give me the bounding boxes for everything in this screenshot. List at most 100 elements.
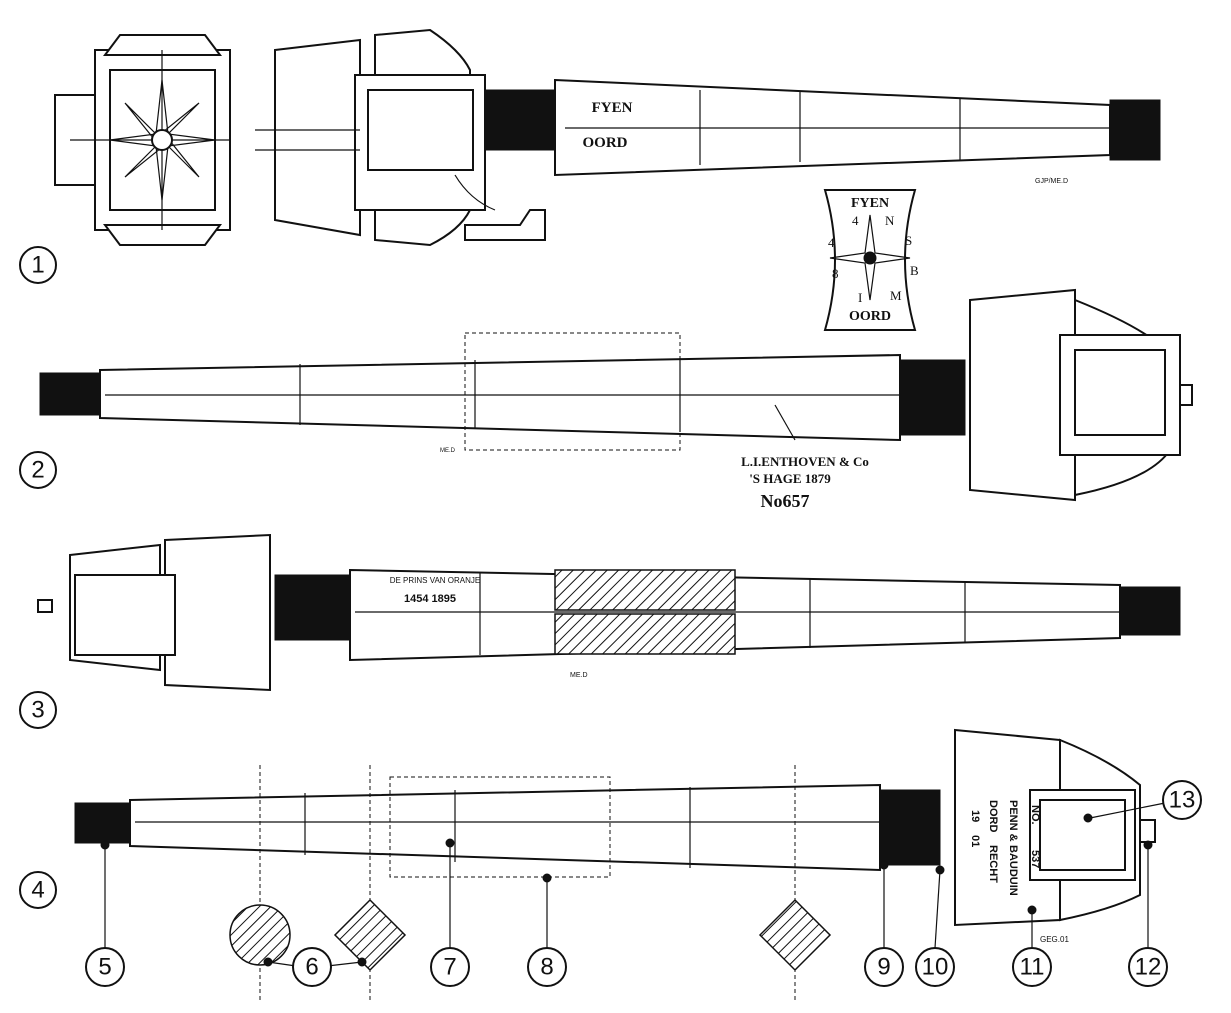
hatched-wrap: [554, 569, 736, 611]
medallion-top: FYEN: [851, 196, 889, 211]
label-text: 8: [540, 954, 553, 981]
drawing-stroke: [445, 838, 455, 848]
drawing-stroke: [758, 898, 832, 972]
inscription-line-1: DE PRINS VAN ORANJE: [390, 576, 481, 585]
view-label-4: 4: [19, 871, 57, 909]
drawing-stroke: [879, 860, 889, 870]
label-text: 4: [31, 877, 44, 904]
label-text: 5: [98, 954, 111, 981]
drawing-stroke: [915, 947, 955, 987]
drawing-stroke: [899, 359, 966, 436]
compass-rose-icon: [109, 79, 216, 201]
drawing-stroke: [292, 947, 332, 987]
drawing-stroke: [1128, 947, 1168, 987]
drawing-stroke: [774, 404, 796, 441]
label-text: BAUDUIN: [1007, 845, 1019, 896]
view-2: L.I.ENTHOVEN & Co 'S HAGE 1879 No657 ME.…: [19, 288, 1193, 511]
drawing-stroke: [274, 38, 361, 237]
callout-9: 9: [864, 860, 904, 987]
drawing-stroke: [109, 79, 216, 201]
callouts: 5 6 7 8 9 10 11 12 13: [85, 780, 1202, 987]
drawing-stroke: [935, 865, 945, 875]
drawing-stroke: [829, 214, 911, 301]
drawing-stroke: [39, 372, 101, 416]
label-text: I: [858, 290, 862, 305]
callout-6: 6: [263, 947, 367, 987]
drawing-stroke: [357, 957, 367, 967]
drawing-stroke: [554, 613, 736, 655]
drawing-stroke: [1139, 819, 1156, 843]
drawing-stroke: [103, 34, 222, 56]
label-text: 7: [443, 954, 456, 981]
drawing-stroke: [74, 802, 131, 844]
drawing-stroke: [879, 789, 941, 866]
callout-5: 5: [85, 840, 125, 987]
drawing-stroke: [85, 947, 125, 987]
drawing-stroke: [37, 599, 53, 613]
drawing-stroke: [274, 574, 351, 641]
drawing-stroke: [1083, 813, 1093, 823]
inscription-line-2: 1454 1895: [404, 593, 456, 605]
black-shaft-section: [484, 89, 556, 151]
drawing-stroke: [1089, 802, 1166, 819]
drawing-stroke: [151, 129, 173, 151]
callout-13: 13: [1083, 780, 1202, 823]
label-text: 1: [31, 252, 44, 279]
label-text: 12: [1135, 954, 1162, 981]
label-text: 13: [1169, 787, 1196, 814]
drawing-stroke: [542, 873, 552, 883]
drafter-initials: GJP/ME.D: [1035, 178, 1068, 185]
callout-10: 10: [915, 865, 955, 987]
maker-line-1: L.I.ENTHOVEN & Co: [741, 454, 869, 469]
stamp-bottom: OORD: [583, 135, 628, 151]
drawing-stroke: [464, 209, 546, 241]
drawing-stroke: [263, 957, 273, 967]
label-text: 6: [305, 954, 318, 981]
end-view-compass: [54, 34, 231, 246]
drawing-stroke: [103, 224, 222, 246]
drawing-stroke: [99, 353, 901, 442]
view-4: NO. 537 PENN & BAUDUIN DORD RECHT 19 01 …: [19, 728, 1156, 1000]
callout-11: 11: [1012, 905, 1052, 987]
drawing-stroke: [1179, 384, 1193, 406]
drawing-stroke: [74, 574, 176, 656]
cross-sections: [229, 898, 832, 972]
label-text: 01: [969, 835, 981, 847]
drawing-stroke: [19, 691, 57, 729]
label-text: M: [890, 288, 902, 303]
label-text: 2: [31, 457, 44, 484]
label-text: RECHT: [987, 845, 999, 883]
view-label-2: 2: [19, 451, 57, 489]
serial-number: No657: [761, 491, 810, 511]
drawing-stroke: [863, 251, 877, 265]
view-1: FYEN OORD GJP/ME.D 1: [19, 28, 1161, 284]
view-label-3: 3: [19, 691, 57, 729]
drawing-stroke: [1119, 586, 1181, 636]
drawing-stroke: [934, 869, 941, 949]
drawing-stroke: [1012, 947, 1052, 987]
medallion-bottom: OORD: [849, 309, 891, 324]
label-text: DORD: [987, 800, 999, 832]
drawing-stroke: [333, 898, 407, 972]
drawing-stroke: [1027, 905, 1037, 915]
label-text: 11: [1020, 954, 1045, 981]
label-text: GEG.01: [1040, 935, 1069, 944]
label-text: ME.D: [570, 672, 588, 679]
drawing-stroke: [454, 174, 496, 211]
drawing-stroke: [19, 246, 57, 284]
drawing-stroke: [19, 451, 57, 489]
label-text: 537: [1029, 850, 1041, 868]
drawing-stroke: [164, 533, 271, 692]
drawing-stroke: [124, 102, 200, 178]
label-text: 19: [969, 810, 981, 822]
stamp-top: FYEN: [592, 100, 633, 116]
drawing-stroke: [229, 904, 291, 966]
drawing-stroke: [527, 947, 567, 987]
view-label-1: 1: [19, 246, 57, 284]
drawing-stroke: [389, 776, 611, 878]
view-3: DE PRINS VAN ORANJE 1454 1895 ME.D 3: [19, 533, 1181, 729]
drawing-stroke: [430, 947, 470, 987]
drawing-stroke: [367, 89, 474, 171]
drawing-stroke: [464, 332, 681, 451]
